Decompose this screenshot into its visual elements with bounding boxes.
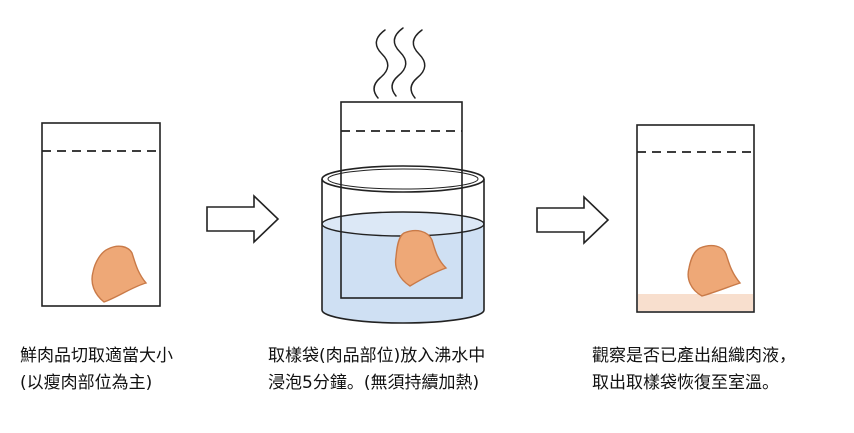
step3-caption-line2: 取出取樣袋恢復至室溫。 bbox=[592, 373, 779, 393]
steam-icon bbox=[373, 27, 426, 99]
step2-beaker bbox=[321, 101, 485, 324]
meat-piece bbox=[687, 244, 742, 297]
step2-caption: 取樣袋(肉品部位)放入沸水中 浸泡5分鐘。(無須持續加熱) bbox=[268, 343, 485, 397]
step2-sample-bag bbox=[340, 101, 463, 299]
arrow-right-icon bbox=[206, 194, 280, 244]
step1-sample-bag bbox=[41, 122, 161, 307]
meat-piece bbox=[394, 229, 448, 287]
step3-caption-line1: 觀察是否已產出組織肉液， bbox=[592, 346, 796, 366]
meat-piece bbox=[91, 245, 148, 303]
step1-caption-line2: (以瘦肉部位為主) bbox=[20, 373, 153, 393]
step1-caption: 鮮肉品切取適當大小 (以瘦肉部位為主) bbox=[20, 343, 173, 397]
step2-caption-line2: 浸泡5分鐘。(無須持續加熱) bbox=[268, 373, 480, 393]
meat-juice bbox=[638, 294, 753, 311]
step1-caption-line1: 鮮肉品切取適當大小 bbox=[20, 346, 173, 366]
arrow-right-icon bbox=[536, 195, 610, 245]
step3-caption: 觀察是否已產出組織肉液， 取出取樣袋恢復至室溫。 bbox=[592, 343, 796, 397]
step3-sample-bag bbox=[636, 124, 755, 313]
step2-caption-line1: 取樣袋(肉品部位)放入沸水中 bbox=[268, 346, 486, 366]
